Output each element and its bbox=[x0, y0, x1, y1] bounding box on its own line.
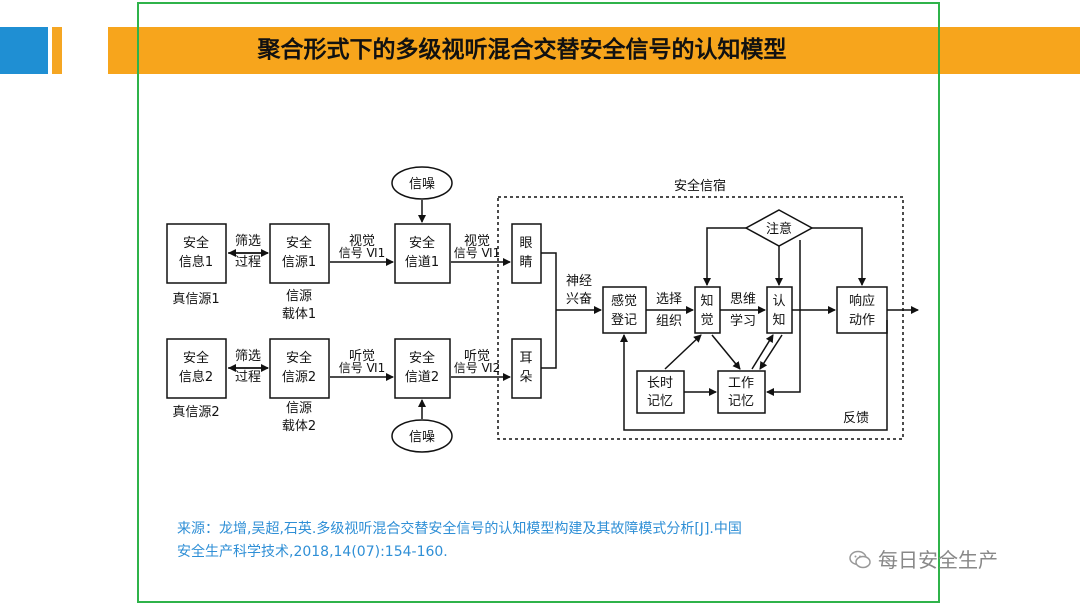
cognize-l1: 认 bbox=[772, 294, 785, 309]
src1-l1: 安全 bbox=[286, 235, 312, 251]
workmem-l2: 记忆 bbox=[728, 393, 754, 409]
info1-l1: 安全 bbox=[183, 235, 209, 251]
arrow-attention-workmem bbox=[766, 240, 801, 396]
src2-l2: 信源2 bbox=[282, 370, 316, 385]
think-l2: 学习 bbox=[730, 313, 756, 329]
safety-channel-1-box bbox=[394, 223, 451, 284]
working-memory-box bbox=[717, 370, 766, 414]
ch2-l2: 信道2 bbox=[405, 370, 439, 385]
safety-source-1-box bbox=[269, 223, 330, 284]
accent-blue-block bbox=[0, 27, 48, 74]
eye-l1: 眼 bbox=[519, 236, 532, 251]
long-term-memory-box bbox=[636, 370, 685, 414]
noise-1-ellipse bbox=[391, 166, 453, 200]
page-title-text: 聚合形式下的多级视听混合交替安全信号的认知模型 bbox=[257, 37, 787, 63]
safety-info-1-box bbox=[166, 223, 227, 284]
cognize-l2: 知 bbox=[772, 312, 785, 328]
filter2-l1: 筛选 bbox=[235, 349, 261, 364]
arrow-longmem-perceive bbox=[664, 334, 702, 370]
filter1-l1: 筛选 bbox=[235, 234, 261, 249]
visual-b-l2: 信号 Ⅵ1 bbox=[454, 246, 501, 260]
visual-b-l1: 视觉 bbox=[464, 234, 490, 249]
arrow-workmem-cognize bbox=[751, 334, 774, 370]
info2-l1: 安全 bbox=[183, 350, 209, 366]
attention-text: 注意 bbox=[766, 221, 792, 237]
eye-box bbox=[511, 223, 542, 284]
carrier1-l1: 信源 bbox=[286, 289, 312, 304]
feedback-text: 反馈 bbox=[843, 411, 869, 426]
perceive-l2: 觉 bbox=[700, 313, 713, 328]
true-source-1: 真信源1 bbox=[172, 292, 219, 307]
perceive-l1: 知 bbox=[700, 293, 713, 309]
info2-l2: 信息2 bbox=[179, 369, 213, 385]
perception-box bbox=[694, 286, 721, 334]
safety-channel-2-box bbox=[394, 338, 451, 399]
source-line-1: 来源：龙增,吴超,石英.多级视听混合交替安全信号的认知模型构建及其故障模式分析[… bbox=[177, 521, 742, 537]
true-source-2: 真信源2 bbox=[172, 405, 219, 420]
filter2-l2: 过程 bbox=[235, 370, 261, 385]
source-citation: 来源：龙增,吴超,石英.多级视听混合交替安全信号的认知模型构建及其故障模式分析[… bbox=[177, 518, 922, 564]
watermark-text: 每日安全生产 bbox=[878, 548, 998, 572]
carrier1-l2: 载体1 bbox=[282, 307, 316, 322]
ch2-l1: 安全 bbox=[409, 350, 435, 366]
select-l2: 组织 bbox=[656, 314, 682, 329]
visual-l2: 信号 Ⅵ1 bbox=[339, 246, 386, 260]
response-l1: 响应 bbox=[849, 293, 875, 309]
merge-line bbox=[541, 252, 557, 369]
visual-l1: 视觉 bbox=[349, 234, 375, 249]
response-l2: 动作 bbox=[849, 313, 875, 328]
noise-2-ellipse bbox=[391, 419, 453, 453]
nerve-l2: 兴奋 bbox=[566, 292, 592, 307]
ear-l1: 耳 bbox=[519, 351, 532, 366]
safety-info-2-box bbox=[166, 338, 227, 399]
eye-l2: 睛 bbox=[519, 255, 532, 270]
select-l1: 选择 bbox=[656, 292, 682, 307]
watermark: 每日安全生产 bbox=[848, 544, 998, 573]
noise1-text: 信噪 bbox=[409, 177, 435, 192]
ear-l2: 朵 bbox=[519, 370, 532, 385]
ch1-l1: 安全 bbox=[409, 235, 435, 251]
sense-l2: 登记 bbox=[611, 313, 637, 328]
think-l1: 思维 bbox=[730, 292, 756, 307]
src2-l1: 安全 bbox=[286, 350, 312, 366]
noise2-text: 信噪 bbox=[409, 430, 435, 445]
page-title: 聚合形式下的多级视听混合交替安全信号的认知模型 bbox=[0, 27, 1080, 74]
arrow-feedback bbox=[620, 320, 888, 431]
ear-box bbox=[511, 338, 542, 399]
workmem-l1: 工作 bbox=[728, 376, 754, 391]
source-line-2: 安全生产科学技术,2018,14(07):154-160. bbox=[177, 544, 448, 560]
arrow-perceive-workmem bbox=[711, 334, 741, 370]
carrier2-l2: 载体2 bbox=[282, 419, 316, 434]
src1-l2: 信源1 bbox=[282, 255, 316, 270]
safety-hostel-box bbox=[497, 196, 904, 440]
arrow-cognize-workmem bbox=[759, 334, 783, 370]
content-frame bbox=[137, 2, 940, 603]
longmem-l1: 长时 bbox=[647, 376, 673, 391]
safety-source-2-box bbox=[269, 338, 330, 399]
audio-b-l2: 信号 Ⅵ2 bbox=[454, 361, 501, 375]
carrier2-l1: 信源 bbox=[286, 401, 312, 416]
audio-l1: 听觉 bbox=[349, 349, 375, 364]
filter1-l2: 过程 bbox=[235, 255, 261, 270]
nerve-l1: 神经 bbox=[566, 274, 592, 289]
title-bar bbox=[108, 27, 1080, 74]
response-action-box bbox=[836, 286, 888, 334]
sense-l1: 感觉 bbox=[611, 293, 637, 309]
longmem-l2: 记忆 bbox=[647, 393, 673, 409]
sensory-register-box bbox=[602, 286, 647, 334]
ch1-l2: 信道1 bbox=[405, 255, 439, 270]
audio-l2: 信号 Ⅵ1 bbox=[339, 361, 386, 375]
arrow-attention-response bbox=[812, 227, 866, 286]
safety-hostel-label: 安全信宿 bbox=[674, 178, 726, 194]
audio-b-l1: 听觉 bbox=[464, 349, 490, 364]
wechat-icon bbox=[849, 550, 871, 568]
accent-orange-strip bbox=[52, 27, 62, 74]
arrow-attention-perceive bbox=[703, 227, 746, 286]
info1-l2: 信息1 bbox=[179, 254, 213, 270]
